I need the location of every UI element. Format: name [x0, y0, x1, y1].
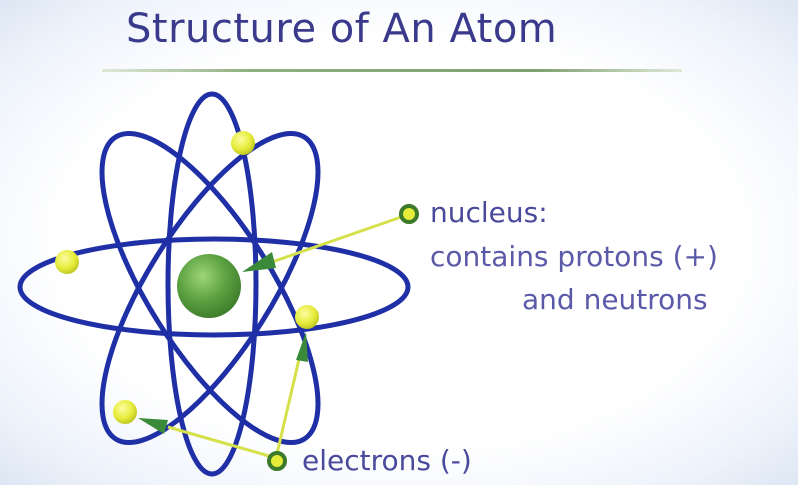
- nucleus-description-line1: contains protons (+): [430, 240, 718, 273]
- electron-pointer-line: [167, 425, 277, 460]
- electron-pointer-line: [274, 354, 302, 459]
- electrons-label: electrons (-): [302, 444, 472, 477]
- electrons-label-bullet: [267, 451, 287, 471]
- electron: [295, 305, 319, 329]
- orbit-diagonal-right: [99, 131, 321, 445]
- orbit-diagonal-left: [99, 131, 321, 445]
- nucleus-label: nucleus:: [430, 196, 548, 229]
- orbit-horizontal: [17, 236, 411, 338]
- electron-pointer-arrowhead: [138, 418, 168, 434]
- nucleus-description-line2: and neutrons: [522, 283, 708, 316]
- electron: [113, 400, 137, 424]
- electron-pointer-arrowhead: [296, 332, 308, 362]
- title-underline: [102, 69, 682, 72]
- nucleus-pointer-arrowhead: [242, 252, 276, 272]
- page-title: Structure of An Atom: [126, 6, 558, 52]
- electron: [55, 250, 79, 274]
- nucleus: [177, 254, 241, 318]
- nucleus-pointer-line: [271, 213, 408, 264]
- nucleus-label-bullet: [399, 204, 419, 224]
- electron: [231, 131, 255, 155]
- orbit-vertical: [165, 91, 259, 477]
